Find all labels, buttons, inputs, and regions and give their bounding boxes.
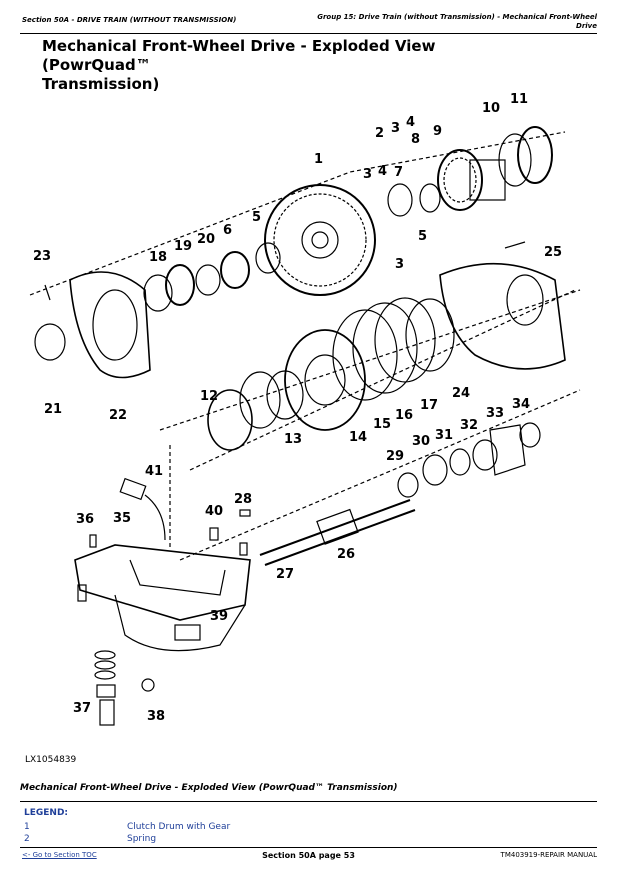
- callout-37: 37: [73, 701, 91, 716]
- callout-26: 26: [337, 547, 355, 562]
- callout-16: 16: [395, 408, 413, 423]
- callout-5b: 5: [418, 229, 427, 244]
- callout-3: 3: [391, 121, 400, 136]
- drive-shaft: [259, 499, 416, 566]
- callout-30: 30: [412, 434, 430, 449]
- footer-divider: [20, 847, 597, 848]
- callout-2: 2: [375, 126, 384, 141]
- callout-36: 36: [76, 512, 94, 527]
- callout-14: 14: [349, 430, 367, 445]
- callout-38: 38: [147, 709, 165, 724]
- callout-29: 29: [386, 449, 404, 464]
- callout-13: 13: [284, 432, 302, 447]
- section-header: Section 50A - DRIVE TRAIN (WITHOUT TRANS…: [22, 16, 237, 24]
- callout-17: 17: [420, 398, 438, 413]
- exploded-view-diagram: 1 2 3 4 3 4 5 5 3 6 7 8 9 10 11 12 13 14…: [29, 92, 581, 726]
- callout-12: 12: [200, 389, 218, 404]
- callout-4: 4: [406, 115, 415, 130]
- figure-id: LX1054839: [25, 755, 77, 765]
- callout-6: 6: [223, 223, 232, 238]
- callout-27: 27: [276, 567, 294, 582]
- pinion-gear: [437, 149, 506, 211]
- page-title-line2: Transmission): [42, 75, 160, 93]
- callout-10: 10: [482, 101, 500, 116]
- callout-22: 22: [109, 408, 127, 423]
- callout-1: 1: [314, 152, 323, 167]
- group-header: Group 15: Drive Train (without Transmiss…: [297, 13, 597, 31]
- legend-number: 2: [24, 834, 30, 844]
- legend-divider: [20, 801, 597, 802]
- callout-3b: 3: [363, 167, 372, 182]
- legend-number: 1: [24, 822, 30, 832]
- legend-description: Spring: [127, 834, 157, 844]
- callout-33: 33: [486, 406, 504, 421]
- header-divider: [20, 33, 597, 34]
- callout-15: 15: [373, 417, 391, 432]
- figure-caption: Mechanical Front-Wheel Drive - Exploded …: [20, 783, 398, 793]
- callout-20: 20: [197, 232, 215, 247]
- page-title-line1: Mechanical Front-Wheel Drive - Exploded …: [42, 37, 436, 74]
- sump-housing: [74, 544, 251, 652]
- legend-description: Clutch Drum with Gear: [127, 822, 231, 832]
- clutch-pack: [207, 297, 455, 451]
- callout-19: 19: [174, 239, 192, 254]
- callout-7: 7: [394, 165, 403, 180]
- clutch-drum-gear: [264, 184, 376, 296]
- callout-39: 39: [210, 609, 228, 624]
- group-header-line2: Drive: [576, 22, 597, 30]
- callout-24: 24: [452, 386, 470, 401]
- page-title: Mechanical Front-Wheel Drive - Exploded …: [42, 37, 522, 94]
- callout-28: 28: [234, 492, 252, 507]
- callout-35: 35: [113, 511, 131, 526]
- callout-11: 11: [510, 92, 528, 107]
- callout-25: 25: [544, 245, 562, 260]
- callout-9: 9: [433, 124, 442, 139]
- callout-labels: 1 2 3 4 3 4 5 5 3 6 7 8 9 10 11 12 13 14…: [33, 92, 562, 724]
- callout-41: 41: [145, 464, 163, 479]
- callout-4b: 4: [378, 164, 387, 179]
- section-toc-link[interactable]: <- Go to Section TOC: [22, 851, 97, 859]
- callout-40: 40: [205, 504, 223, 519]
- callout-5: 5: [252, 210, 261, 225]
- page-number: Section 50A page 53: [262, 851, 355, 860]
- callout-18: 18: [149, 250, 167, 265]
- manual-id: TM403919-REPAIR MANUAL: [500, 851, 597, 859]
- callout-34: 34: [512, 397, 530, 412]
- callout-32: 32: [460, 418, 478, 433]
- callout-8: 8: [411, 132, 420, 147]
- group-header-line1: Group 15: Drive Train (without Transmiss…: [317, 13, 597, 21]
- callout-23: 23: [33, 249, 51, 264]
- callout-3c: 3: [395, 257, 404, 272]
- legend-title: LEGEND:: [24, 808, 69, 818]
- callout-21: 21: [44, 402, 62, 417]
- callout-31: 31: [435, 428, 453, 443]
